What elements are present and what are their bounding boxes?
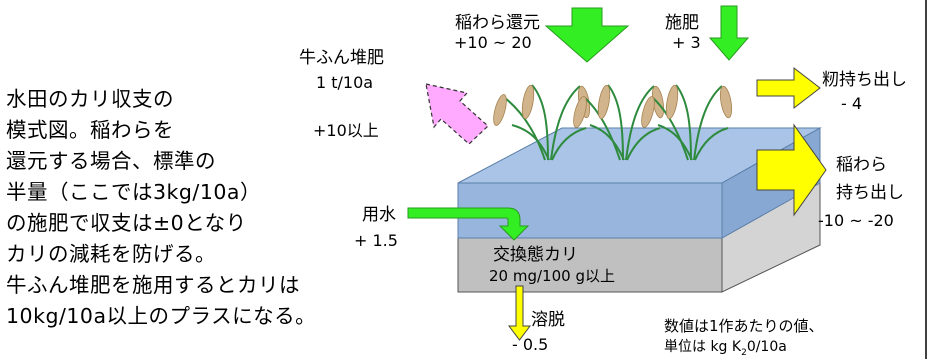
soil-value: 20 mg/100 g以上 [489, 267, 615, 285]
note-line-2: 単位は kg K20/10a [664, 336, 787, 358]
fertilizer-arrow [708, 5, 750, 61]
irrigation-label: 用水 [362, 205, 396, 225]
note-unit-prefix: 単位は kg K [664, 339, 742, 355]
note-unit-subscript: 2 [741, 347, 747, 358]
note-unit-suffix: 0/10a [746, 339, 787, 355]
grain-removal-label: 籾持ち出し [822, 70, 907, 90]
manure-label: 牛ふん堆肥 [299, 48, 384, 68]
rice-plant-2 [584, 84, 661, 161]
grain-removal-value: - 4 [841, 94, 863, 113]
straw-removal-value: -10 ~ -20 [818, 211, 894, 230]
straw-removal-arrow [756, 123, 827, 217]
note-line-1: 数値は1作あたりの値、 [664, 317, 824, 335]
grain-removal-arrow [756, 66, 821, 110]
irrigation-arrow [407, 207, 530, 241]
straw-return-value: +10 ~ 20 [454, 33, 532, 52]
fertilizer-value: + 3 [672, 33, 701, 52]
leaching-label: 溶脱 [531, 310, 565, 330]
rice-grain-3 [641, 84, 733, 128]
rice-plant-1 [504, 84, 587, 161]
irrigation-value: + 1.5 [354, 231, 398, 250]
leaching-arrow [508, 285, 531, 341]
rice-plant-3 [652, 84, 729, 161]
description-text: 水田のカリ収支の 模式図。稲わらを 還元する場合、標準の 半量（ここでは3kg/… [6, 87, 317, 328]
straw-return-arrow [544, 7, 630, 63]
leaching-value: - 0.5 [512, 335, 549, 354]
straw-removal-label-2: 持ち出し [836, 183, 904, 203]
manure-amount: 1 t/10a [316, 73, 374, 92]
manure-value: +10以上 [313, 121, 379, 140]
soil-label: 交換態カリ [493, 245, 578, 265]
straw-return-label: 稲わら還元 [455, 13, 540, 33]
straw-removal-label-1: 稲わら [836, 155, 887, 175]
fertilizer-label: 施肥 [665, 13, 699, 33]
manure-arrow [425, 83, 489, 145]
